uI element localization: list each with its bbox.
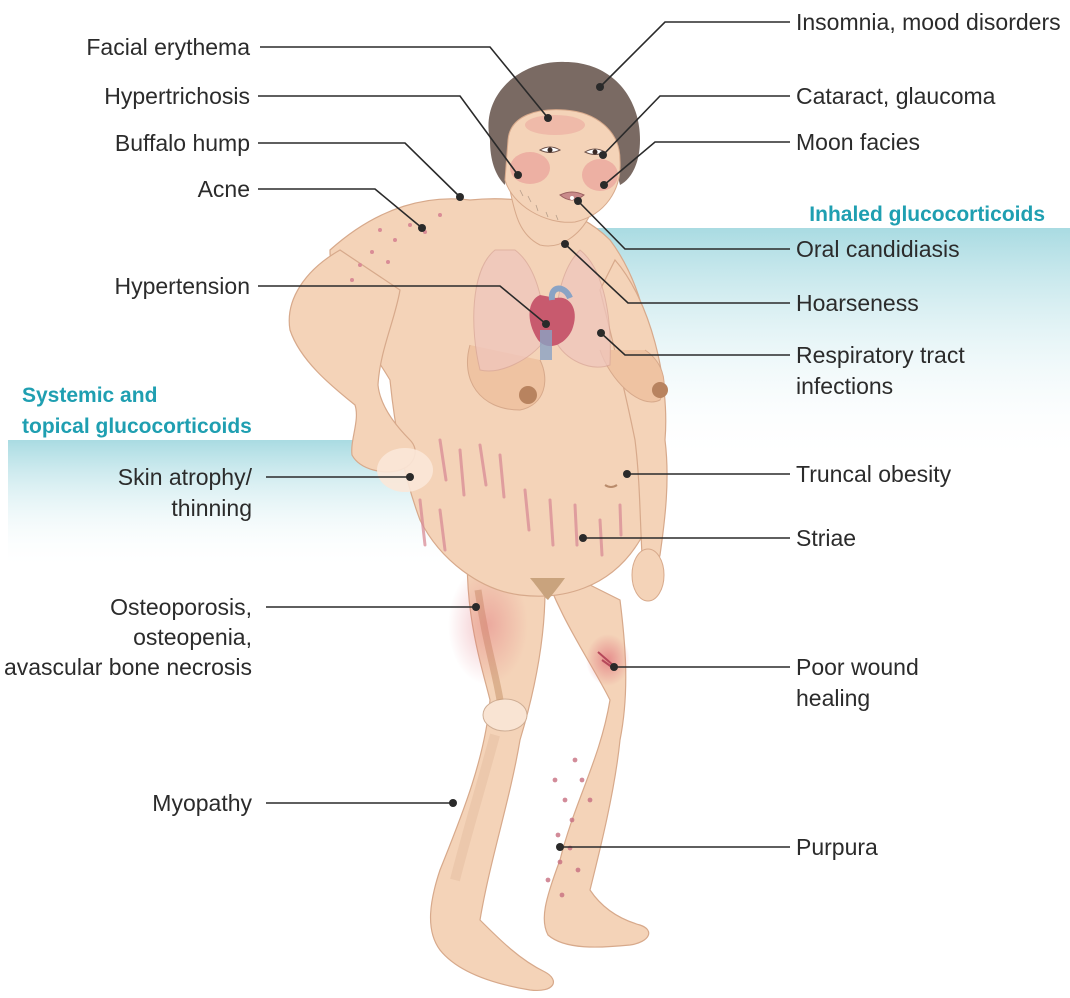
label-insomnia: Insomnia, mood disorders [796,9,1061,35]
forehead-redness [525,115,585,135]
right-leg [540,560,649,947]
label-truncal-obesity: Truncal obesity [796,461,952,487]
label-wound-line1: Poor wound [796,654,919,680]
label-wound-line2: healing [796,685,870,711]
label-skin-atrophy-line2: thinning [171,495,252,521]
label-acne: Acne [198,176,250,202]
left-nipple [519,386,537,404]
label-osteo-line1: Osteoporosis, [110,594,252,620]
systemic-header-line2: topical glucocorticoids [22,415,252,438]
label-cataract: Cataract, glaucoma [796,83,996,109]
label-osteo-line3: avascular bone necrosis [4,654,252,680]
left-pupil [548,148,553,153]
label-hypertension: Hypertension [114,273,250,299]
label-buffalo-hump: Buffalo hump [115,130,250,156]
systemic-header-line1: Systemic and [22,384,157,407]
label-skin-atrophy-line1: Skin atrophy/ [118,464,253,490]
label-respiratory-line1: Respiratory tract [796,342,965,368]
cheek-redness-right [582,159,618,191]
label-striae: Striae [796,525,856,551]
skin-atrophy-area [377,448,433,492]
label-hoarseness: Hoarseness [796,290,919,316]
label-moon-facies: Moon facies [796,129,920,155]
label-myopathy: Myopathy [152,790,252,816]
inhaled-header: Inhaled glucocorticoids [809,203,1045,226]
label-facial-erythema: Facial erythema [86,34,250,60]
label-respiratory-line2: infections [796,373,893,399]
label-purpura: Purpura [796,834,878,860]
mouth-candida [570,196,574,200]
label-oral-candidiasis: Oral candidiasis [796,236,960,262]
right-nipple [652,382,668,398]
knee-joint [483,699,527,731]
right-hand [632,549,664,601]
right-pupil [593,150,598,155]
cheek-redness-left [510,152,550,184]
label-osteo-line2: osteopenia, [133,624,252,650]
label-hypertrichosis: Hypertrichosis [104,83,250,109]
vena-cava [540,330,552,360]
